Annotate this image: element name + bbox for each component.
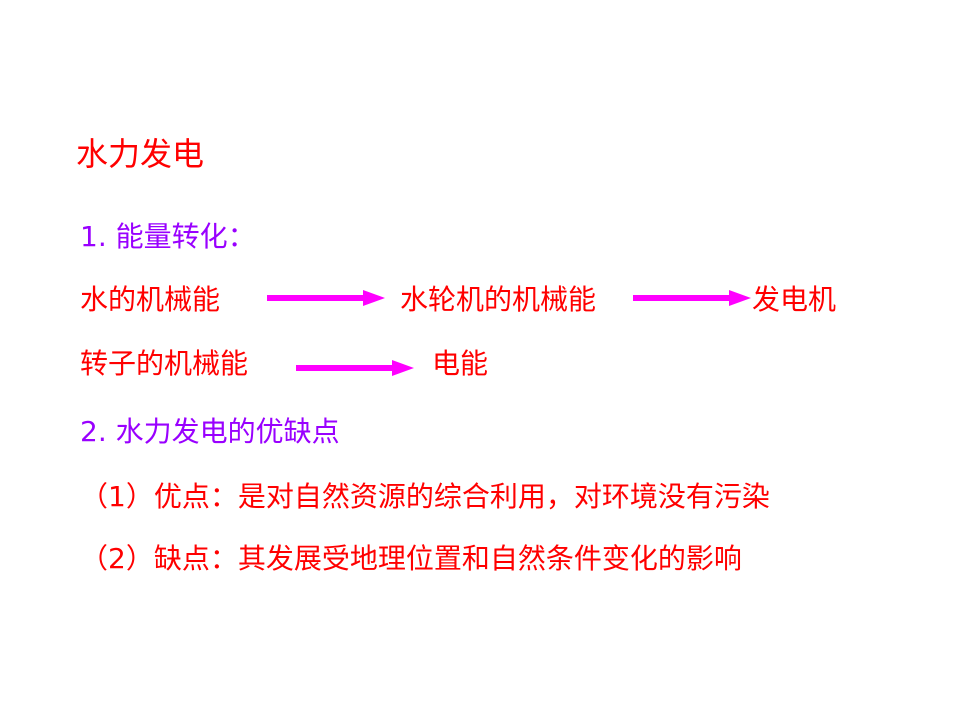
slide-title: 水力发电: [76, 135, 205, 173]
flow-item-electric-energy: 电能: [432, 347, 489, 380]
flow-item-generator: 发电机: [752, 283, 837, 316]
flow-item-rotor-mechanical-energy: 转子的机械能: [80, 347, 249, 380]
flow-item-water-mechanical-energy: 水的机械能: [80, 283, 221, 316]
flow-item-turbine-mechanical-energy: 水轮机的机械能: [400, 283, 597, 316]
section2-heading: 2. 水力发电的优缺点: [80, 415, 340, 448]
pros-item: （1）优点：是对自然资源的综合利用，对环境没有污染: [80, 480, 770, 513]
arrow-right-icon: [267, 290, 385, 306]
arrow-right-icon: [296, 360, 414, 376]
cons-item: （2）缺点：其发展受地理位置和自然条件变化的影响: [80, 542, 742, 575]
arrow-right-icon: [633, 290, 751, 306]
section1-heading: 1. 能量转化：: [80, 220, 256, 253]
